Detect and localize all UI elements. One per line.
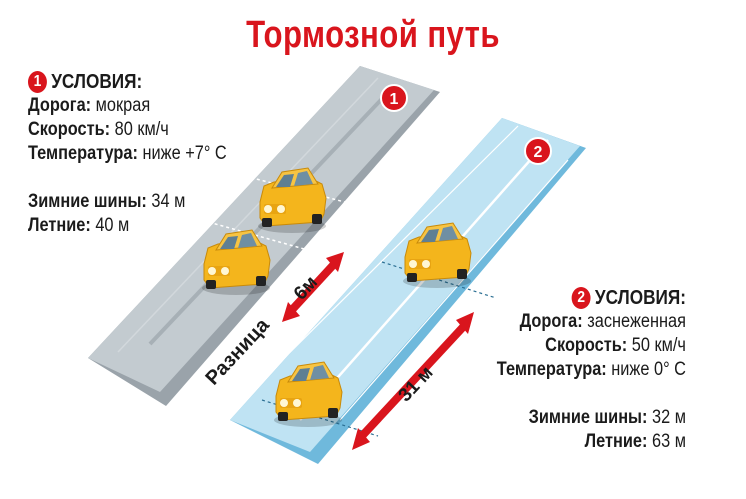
temperature-value: ниже +7° С	[142, 143, 227, 164]
speed-value: 50 км/ч	[631, 335, 686, 356]
conditions-heading-2: 2 УСЛОВИЯ:	[497, 286, 686, 310]
summer-tires-row: Летние: 40 м	[28, 214, 227, 238]
speed-row: Скорость: 50 км/ч	[497, 334, 686, 358]
speed-row: Скорость: 80 км/ч	[28, 118, 227, 142]
summer-tires-label: Летние:	[584, 431, 648, 452]
winter-tires-row: Зимние шины: 32 м	[497, 406, 686, 430]
conditions-heading-label: УСЛОВИЯ:	[51, 71, 143, 93]
conditions-block-2: 2 УСЛОВИЯ: Дорога: заснеженная Скорость:…	[497, 286, 686, 454]
conditions-heading-label: УСЛОВИЯ:	[594, 287, 686, 309]
road-condition-row: Дорога: мокрая	[28, 94, 227, 118]
winter-tires-value: 34 м	[151, 191, 186, 212]
road-value: заснеженная	[587, 311, 686, 332]
winter-tires-value: 32 м	[652, 407, 686, 428]
summer-tires-value: 40 м	[95, 215, 130, 236]
summer-tires-value: 63 м	[652, 431, 686, 452]
speed-label: Скорость:	[545, 335, 628, 356]
svg-text:1: 1	[390, 91, 399, 108]
speed-label: Скорость:	[28, 119, 111, 140]
temperature-row: Температура: ниже +7° С	[28, 142, 227, 166]
road-label: Дорога:	[519, 311, 583, 332]
page-title: Тормозной путь	[246, 14, 500, 56]
winter-tires-row: Зимние шины: 34 м	[28, 190, 227, 214]
conditions-heading-1: 1 УСЛОВИЯ:	[28, 70, 227, 94]
temperature-value: ниже 0° С	[611, 359, 686, 380]
speed-value: 80 км/ч	[114, 119, 169, 140]
summer-tires-label: Летние:	[28, 215, 91, 236]
road-value: мокрая	[95, 95, 151, 116]
temperature-row: Температура: ниже 0° С	[497, 358, 686, 382]
winter-tires-label: Зимние шины:	[28, 191, 147, 212]
temperature-label: Температура:	[28, 143, 138, 164]
svg-text:2: 2	[534, 144, 543, 161]
winter-tires-label: Зимние шины:	[528, 407, 648, 428]
road2-badge: 2	[524, 137, 552, 165]
road-label: Дорога:	[28, 95, 92, 116]
road-condition-row: Дорога: заснеженная	[497, 310, 686, 334]
condition-number-badge: 1	[28, 71, 47, 93]
road1-badge: 1	[380, 84, 408, 112]
condition-number-badge: 2	[571, 287, 591, 309]
summer-tires-row: Летние: 63 м	[497, 430, 686, 454]
conditions-block-1: 1 УСЛОВИЯ: Дорога: мокрая Скорость: 80 к…	[28, 70, 227, 238]
temperature-label: Температура:	[496, 359, 607, 380]
